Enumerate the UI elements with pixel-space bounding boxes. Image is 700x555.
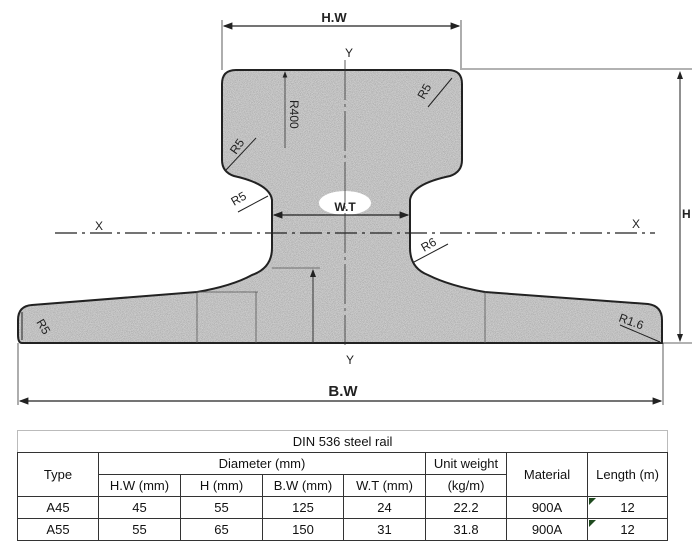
radius-web-right: R6 bbox=[419, 235, 440, 255]
header-type: Type bbox=[17, 452, 99, 497]
table-title: DIN 536 steel rail bbox=[16, 430, 669, 453]
x-axis-label-right: X bbox=[632, 217, 640, 231]
head-width-label: H.W bbox=[321, 10, 347, 25]
table-row: A55 55 65 150 31 31.8 900A 12 bbox=[17, 518, 669, 541]
height-label: H bbox=[682, 207, 691, 221]
rail-cross-section-drawing: W.T X X Y Y H.W H B.W R5 R400 R5 R5 R6 R… bbox=[17, 10, 692, 405]
cell-wt: 31 bbox=[343, 518, 426, 541]
cell-length: 12 bbox=[586, 518, 669, 541]
cell-h: 55 bbox=[180, 496, 263, 519]
cell-length: 12 bbox=[586, 496, 669, 519]
web-thickness-label-bg bbox=[319, 191, 371, 215]
cell-hw: 55 bbox=[98, 518, 181, 541]
table-row: A45 45 55 125 24 22.2 900A 12 bbox=[17, 496, 669, 519]
header-h: H (mm) bbox=[180, 474, 263, 497]
cell-type: A55 bbox=[17, 518, 99, 541]
header-length: Length (m) bbox=[586, 452, 669, 497]
header-bw: B.W (mm) bbox=[262, 474, 344, 497]
header-unit-weight: Unit weight bbox=[425, 452, 507, 475]
header-wt: W.T (mm) bbox=[343, 474, 426, 497]
radius-head-right: R5 bbox=[414, 81, 434, 102]
cell-wt: 24 bbox=[343, 496, 426, 519]
radius-neck-left: R5 bbox=[229, 189, 250, 209]
cell-bw: 125 bbox=[262, 496, 344, 519]
cell-bw: 150 bbox=[262, 518, 344, 541]
rail-spec-table: DIN 536 steel rail Type Diameter (mm) Un… bbox=[16, 430, 669, 541]
cell-hw: 45 bbox=[98, 496, 181, 519]
cell-h: 65 bbox=[180, 518, 263, 541]
header-diameter: Diameter (mm) bbox=[98, 452, 426, 475]
cell-type: A45 bbox=[17, 496, 99, 519]
radius-head-top: R400 bbox=[287, 100, 301, 129]
y-axis-label-top: Y bbox=[345, 46, 353, 60]
cell-weight: 22.2 bbox=[425, 496, 507, 519]
x-axis-label-left: X bbox=[95, 219, 103, 233]
header-material: Material bbox=[506, 452, 588, 497]
header-hw: H.W (mm) bbox=[98, 474, 181, 497]
cell-material: 900A bbox=[506, 518, 588, 541]
cell-weight: 31.8 bbox=[425, 518, 507, 541]
base-width-label: B.W bbox=[328, 383, 358, 400]
cell-material: 900A bbox=[506, 496, 588, 519]
header-unit-weight-unit: (kg/m) bbox=[425, 474, 507, 497]
y-axis-label-bottom: Y bbox=[346, 353, 354, 367]
radius-base-left: R5 bbox=[33, 317, 53, 338]
